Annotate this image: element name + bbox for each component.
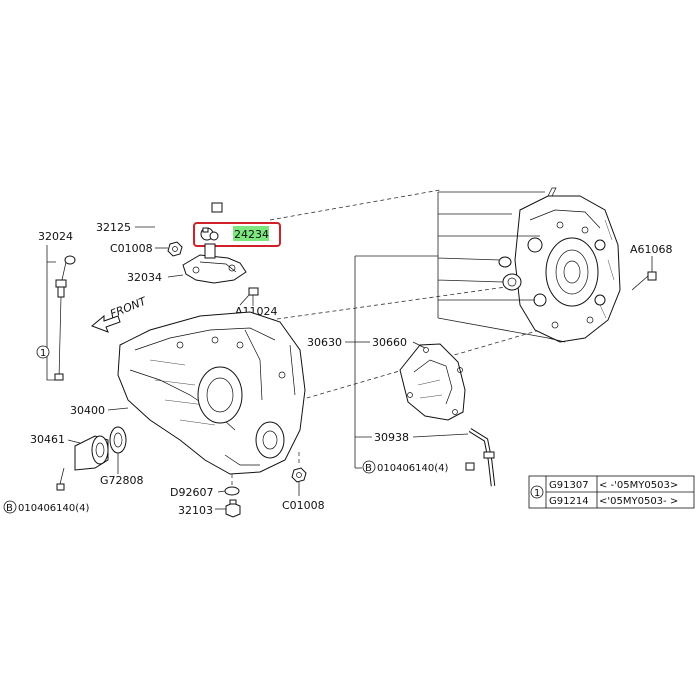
ref-circle-b-left xyxy=(3,500,17,514)
drain-plug-32103 xyxy=(225,499,241,518)
label-a61068: A61068 xyxy=(630,243,673,256)
label-b-left: B xyxy=(6,503,13,514)
leader-a11024 xyxy=(239,294,250,306)
dipstick-32024 xyxy=(54,255,76,381)
front-arrow xyxy=(91,314,121,333)
extension-30461 xyxy=(74,435,109,471)
label-c01008-upper: C01008 xyxy=(110,242,153,255)
label-30400: 30400 xyxy=(70,404,105,417)
cover-30660 xyxy=(399,343,466,421)
label-front: FRONT xyxy=(108,294,149,321)
label-g72808: G72808 xyxy=(100,474,144,487)
bolt-left-b xyxy=(56,467,65,491)
leader-30461 xyxy=(67,439,81,444)
legend-row-1-range: <'05MY0503- > xyxy=(599,496,678,507)
label-32024: 32024 xyxy=(38,230,73,243)
label-32034: 32034 xyxy=(127,271,162,284)
ref-circle-1 xyxy=(36,345,50,359)
legend-row-0-range: < -'05MY0503> xyxy=(599,480,678,491)
label-30660: 30660 xyxy=(372,336,407,349)
highlight-text-bg xyxy=(233,226,269,241)
nut-c01008-upper xyxy=(167,241,183,257)
legend-table xyxy=(528,475,695,509)
label-d92607: D92607 xyxy=(170,486,213,499)
bolt-a11024 xyxy=(248,287,259,306)
bolt-a61068 xyxy=(631,271,657,291)
legend-row-1-part: G91214 xyxy=(549,496,589,507)
gasket-d92607 xyxy=(224,486,240,496)
label-30461: 30461 xyxy=(30,433,65,446)
bracket-30630-main xyxy=(345,255,438,468)
label-32125: 32125 xyxy=(96,221,131,234)
label-c01008-lower: C01008 xyxy=(282,499,325,512)
bracket-32034 xyxy=(182,243,247,284)
label-30630: 30630 xyxy=(307,336,342,349)
leader-30938 xyxy=(412,433,469,438)
leader-30400 xyxy=(107,407,129,411)
label-b-right: B xyxy=(365,463,372,474)
dashed-leader-case-to-cover xyxy=(269,284,541,401)
leader-d92607 xyxy=(217,490,226,493)
bracket-32024 xyxy=(46,245,56,381)
label-ref-1: 1 xyxy=(40,348,46,359)
label-010406140-right: 010406140(4) xyxy=(377,463,449,474)
label-32103: 32103 xyxy=(178,504,213,517)
nut-c01008-lower xyxy=(291,467,307,483)
transfer-case-30630 xyxy=(514,187,621,343)
breather-fitting-24234 xyxy=(200,227,219,241)
oil-seal-g72808 xyxy=(109,426,127,454)
ref-circle-b-right xyxy=(362,460,376,474)
leader-30660 xyxy=(412,341,426,349)
legend-ref: 1 xyxy=(534,488,540,499)
bolt-right-b xyxy=(465,462,475,471)
highlight-box-24234 xyxy=(193,222,281,247)
dashed-leader-top xyxy=(269,189,441,221)
label-24234: 24234 xyxy=(234,228,269,241)
pipe-30938 xyxy=(468,428,496,487)
legend-row-0-part: G91307 xyxy=(549,480,589,491)
breather-hose-32125 xyxy=(153,202,223,233)
label-30938: 30938 xyxy=(374,431,409,444)
bracket-lines-30630 xyxy=(437,191,549,339)
label-010406140-left: 010406140(4) xyxy=(18,503,90,514)
transmission-case-30400 xyxy=(117,311,306,475)
leader-32034 xyxy=(167,274,184,278)
